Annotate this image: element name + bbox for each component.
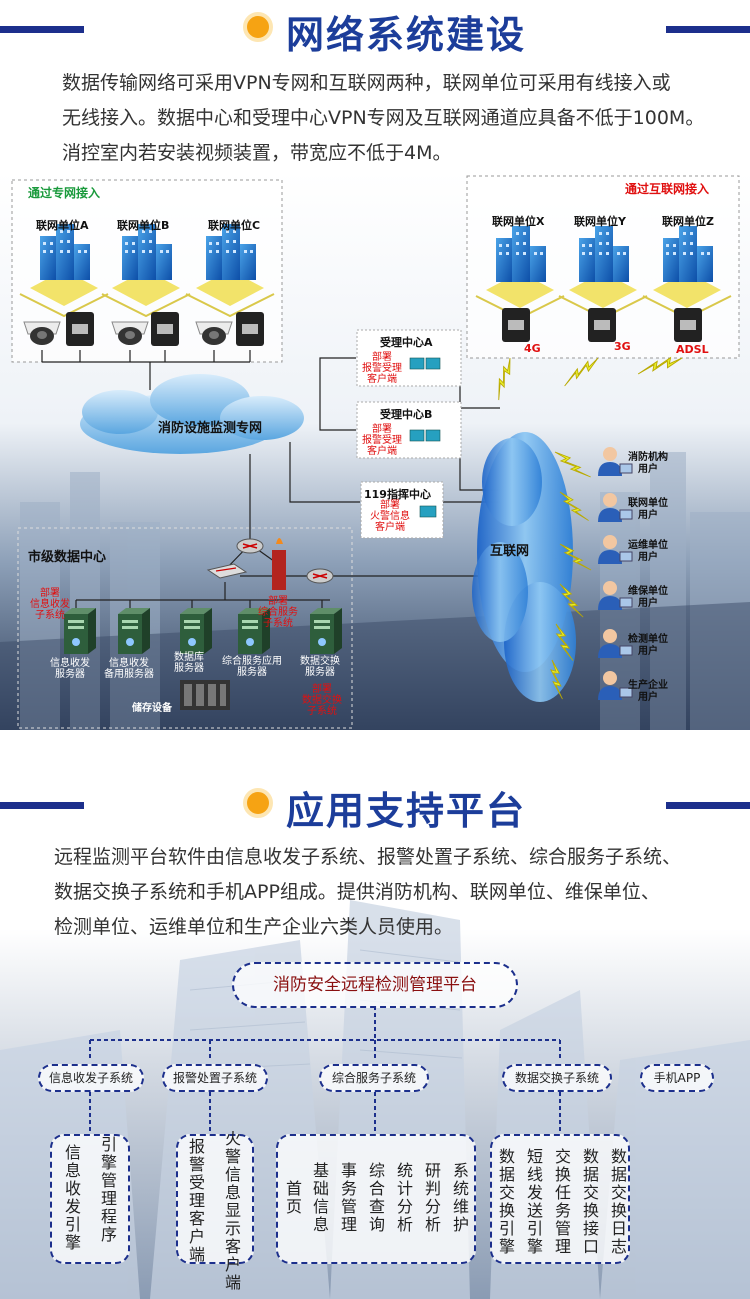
- private-cloud-label: 消防设施监测专网: [158, 421, 263, 436]
- center-name: 受理中心B: [380, 408, 433, 421]
- server-label: 数据交换服务器: [300, 656, 340, 678]
- internet-cloud-label: 互联网: [490, 544, 530, 559]
- user-label: 维保单位用户: [628, 586, 668, 609]
- link-type-label: 3G: [614, 340, 631, 353]
- switch-icon: [206, 563, 248, 579]
- module-item: 综合查询: [366, 1162, 385, 1234]
- router-icon: [236, 538, 264, 554]
- private-unit-label: 联网单位B: [117, 219, 170, 232]
- network-diagram: 通过专网接入 通过互联网接入 联网单位A 联网单位B 联网单位C 联网单位X 联…: [0, 172, 750, 730]
- module-item: 统计分析: [394, 1162, 413, 1234]
- center-note: 部署火警信息客户端: [370, 500, 410, 533]
- module-item: 数据交换引擎: [496, 1148, 515, 1256]
- center-note: 部署报警受理客户端: [362, 352, 402, 385]
- center-name: 受理中心A: [380, 336, 433, 349]
- header-bar-right: [666, 26, 750, 33]
- platform-section: 应用支持平台 远程监测平台软件由信息收发子系统、报警处置子系统、综合服务子系统、…: [0, 730, 750, 1299]
- private-access-label: 通过专网接入: [28, 186, 101, 200]
- module-item: 信息收发引擎: [62, 1144, 81, 1252]
- router-icon: [306, 568, 334, 584]
- platform-description: 远程监测平台软件由信息收发子系统、报警处置子系统、综合服务子系统、 数据交换子系…: [0, 840, 750, 945]
- internet-access-label: 通过互联网接入: [625, 182, 710, 196]
- server-label: 信息收发服务器: [50, 658, 90, 680]
- dc-note: 部署信息收发子系统: [30, 588, 70, 621]
- dc-note: 部署数据交换子系统: [302, 684, 342, 717]
- module-item: 系统维护: [450, 1162, 469, 1234]
- user-label: 消防机构用户: [628, 452, 668, 475]
- data-center-label: 市级数据中心: [28, 550, 107, 565]
- subsystem-node: 报警处置子系统: [162, 1064, 268, 1092]
- desc-line: 数据交换子系统和手机APP组成。提供消防机构、联网单位、维保单位、: [54, 881, 660, 903]
- internet-cloud: [472, 432, 576, 702]
- module-item: 事务管理: [338, 1162, 357, 1234]
- platform-root-node: 消防安全远程检测管理平台: [232, 962, 518, 1008]
- network-diagram-graphics: [0, 172, 750, 730]
- desc-line: 无线接入。数据中心和受理中心VPN专网及互联网通道应具备不低于100M。: [62, 107, 705, 129]
- user-label: 运维单位用户: [628, 540, 668, 563]
- module-item: 引擎管理程序: [98, 1136, 117, 1244]
- firewall-icon: [272, 538, 286, 590]
- desc-line: 数据传输网络可采用VPN专网和互联网两种，联网单位可采用有线接入或: [62, 72, 671, 94]
- server-label: 信息收发备用服务器: [104, 658, 154, 680]
- desc-line: 消控室内若安装视频装置，带宽应不低于4M。: [62, 142, 452, 164]
- server-label: 数据库服务器: [174, 652, 204, 674]
- module-item: 短线发送引擎: [524, 1148, 543, 1256]
- subsystem-node: 信息收发子系统: [38, 1064, 144, 1092]
- module-item: 数据交换日志: [608, 1148, 627, 1256]
- module-group: [276, 1134, 476, 1264]
- module-item: 交换任务管理: [552, 1148, 571, 1256]
- center-name: 119指挥中心: [364, 488, 431, 501]
- private-unit-label: 联网单位A: [36, 219, 89, 232]
- module-group: [176, 1134, 254, 1264]
- header-bar-left: [0, 802, 84, 809]
- internet-unit-label: 联网单位X: [492, 215, 545, 228]
- link-type-label: 4G: [524, 342, 541, 355]
- storage-device-icon: [180, 680, 230, 710]
- internet-unit-label: 联网单位Z: [662, 215, 714, 228]
- module-item: 研判分析: [422, 1162, 441, 1234]
- desc-line: 远程监测平台软件由信息收发子系统、报警处置子系统、综合服务子系统、: [54, 846, 682, 868]
- private-unit-label: 联网单位C: [208, 219, 261, 232]
- header-bar-left: [0, 26, 84, 33]
- network-description: 数据传输网络可采用VPN专网和互联网两种，联网单位可采用有线接入或 无线接入。数…: [0, 66, 750, 171]
- dc-note: 部署综合服务子系统: [258, 596, 298, 629]
- server-label: 综合服务应用服务器: [222, 656, 282, 678]
- internet-unit-label: 联网单位Y: [574, 215, 626, 228]
- module-item: 数据交换接口: [580, 1148, 599, 1256]
- center-note: 部署报警受理客户端: [362, 424, 402, 457]
- module-item: 报警受理客户端: [186, 1138, 205, 1264]
- private-network-cloud: [80, 374, 304, 454]
- user-label: 检测单位用户: [628, 634, 668, 657]
- section-header-network: 网络系统建设: [0, 0, 750, 60]
- section-title: 应用支持平台: [286, 789, 527, 833]
- storage-label: 储存设备: [132, 703, 172, 714]
- module-item: 火警信息显示客户端: [222, 1130, 241, 1292]
- module-item: 基础信息: [310, 1162, 329, 1234]
- orange-dot-icon: [243, 12, 273, 42]
- orange-dot-icon: [243, 788, 273, 818]
- subsystem-node: 综合服务子系统: [319, 1064, 429, 1092]
- user-label: 联网单位用户: [628, 498, 668, 521]
- module-item: 首页: [283, 1180, 302, 1216]
- desc-line: 检测单位、运维单位和生产企业六类人员使用。: [54, 916, 454, 938]
- subsystem-node: 手机APP: [640, 1064, 714, 1092]
- module-group: [490, 1134, 630, 1264]
- subsystem-node: 数据交换子系统: [502, 1064, 612, 1092]
- module-group: [50, 1134, 130, 1264]
- section-header-platform: 应用支持平台: [0, 776, 750, 836]
- section-title: 网络系统建设: [286, 13, 527, 57]
- link-type-label: ADSL: [676, 343, 709, 356]
- header-bar-right: [666, 802, 750, 809]
- user-label: 生产企业用户: [628, 680, 668, 703]
